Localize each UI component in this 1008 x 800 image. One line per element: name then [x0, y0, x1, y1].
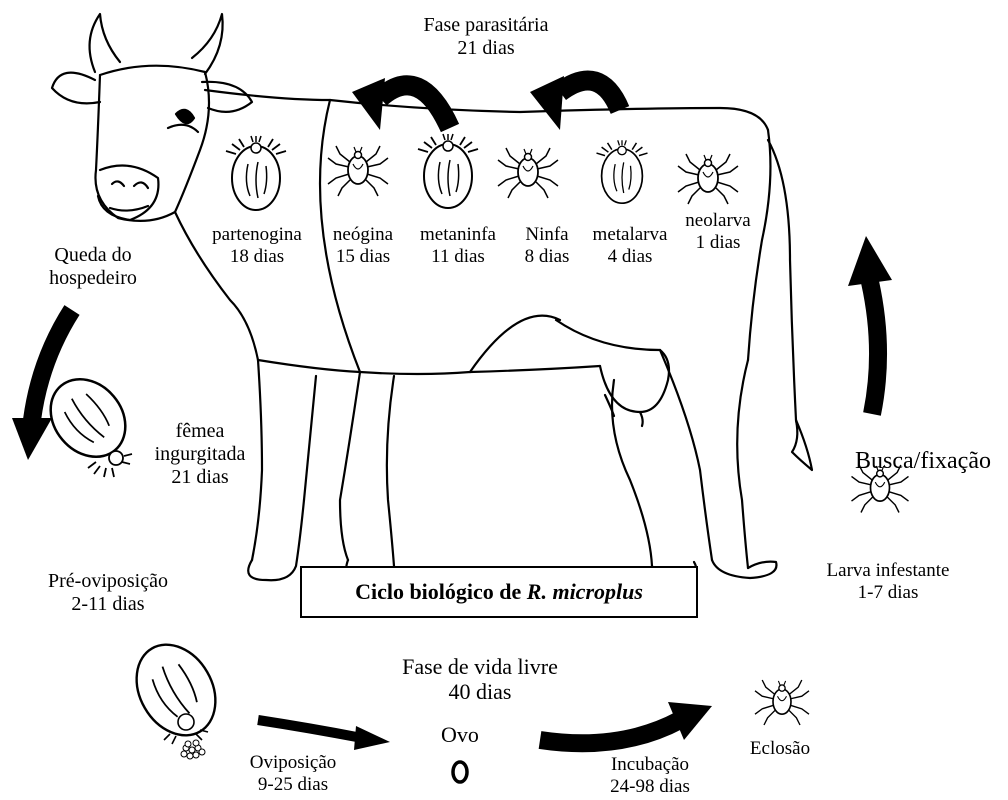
femea-line3: 21 dias: [136, 466, 264, 489]
ninfa-tick-icon: [498, 148, 558, 198]
free-life-phase-label: Fase de vida livre 40 dias: [360, 654, 600, 705]
stage-partenogina: partenogina 18 dias: [196, 224, 318, 268]
queda-line1: Queda do: [18, 244, 168, 267]
stage-neolarva: neolarva 1 dias: [676, 210, 760, 254]
oviposicao-arrow: [258, 720, 390, 750]
parasitic-phase-arrows: [352, 76, 620, 130]
egg-icon: [453, 762, 467, 782]
diagram-title: Ciclo biológico de R. microplus: [300, 566, 698, 618]
stage-duration: 11 dias: [406, 246, 510, 268]
metaninfa-tick-icon: [418, 134, 478, 208]
pre-oviposicao-line1: Pré-oviposição: [10, 570, 206, 593]
stage-metalarva: metalarva 4 dias: [580, 224, 680, 268]
title-species: R. microplus: [527, 579, 643, 604]
incubacao-line1: Incubação: [584, 754, 716, 776]
larva-infestante-line1: Larva infestante: [800, 560, 976, 582]
stage-name: Ninfa: [512, 224, 582, 246]
eclosao-label: Eclosão: [728, 738, 832, 760]
larva-infestante-label: Larva infestante 1-7 dias: [800, 560, 976, 604]
stage-name: metalarva: [580, 224, 680, 246]
stage-name: partenogina: [196, 224, 318, 246]
stage-duration: 15 dias: [320, 246, 406, 268]
stage-name: neolarva: [676, 210, 760, 232]
busca-arrow: [848, 236, 892, 414]
femea-label: fêmea ingurgitada 21 dias: [136, 420, 264, 489]
hatched-larva-icon: [755, 680, 809, 725]
stage-ninfa: Ninfa 8 dias: [512, 224, 582, 268]
ovipositing-female-tick-icon: [121, 630, 231, 749]
title-prefix: Ciclo biológico de: [355, 579, 521, 604]
free-life-phase-duration: 40 dias: [360, 679, 600, 704]
eclosao-text: Eclosão: [728, 738, 832, 760]
free-life-phase-title: Fase de vida livre: [360, 654, 600, 679]
queda-label: Queda do hospedeiro: [18, 244, 168, 290]
stage-neogina: neógina 15 dias: [320, 224, 406, 268]
stage-duration: 4 dias: [580, 246, 680, 268]
stage-name: metaninfa: [406, 224, 510, 246]
oviposicao-line2: 9-25 dias: [228, 774, 358, 796]
pre-oviposicao-line2: 2-11 dias: [10, 593, 206, 616]
incubacao-arrow: [540, 702, 712, 743]
femea-line2: ingurgitada: [136, 443, 264, 466]
busca-label: Busca/fixação: [840, 448, 1006, 476]
oviposicao-label: Oviposição 9-25 dias: [228, 752, 358, 796]
parasitic-phase-title: Fase parasitária: [398, 14, 574, 37]
stage-duration: 8 dias: [512, 246, 582, 268]
incubacao-label: Incubação 24-98 dias: [584, 754, 716, 798]
pre-oviposicao-label: Pré-oviposição 2-11 dias: [10, 570, 206, 616]
stage-duration: 18 dias: [196, 246, 318, 268]
partenogina-tick-icon: [226, 136, 286, 210]
title-text: Ciclo biológico de R. microplus: [355, 579, 643, 605]
femea-line1: fêmea: [136, 420, 264, 443]
metalarva-tick-icon: [597, 140, 648, 203]
stage-name: neógina: [320, 224, 406, 246]
oviposicao-line1: Oviposição: [228, 752, 358, 774]
larva-infestante-line2: 1-7 dias: [800, 582, 976, 604]
queda-line2: hospedeiro: [18, 267, 168, 290]
stage-duration: 1 dias: [676, 232, 760, 254]
ovo-text: Ovo: [420, 722, 500, 747]
busca-text: Busca/fixação: [840, 448, 1006, 476]
neogina-tick-icon: [328, 146, 388, 196]
parasitic-phase-label: Fase parasitária 21 dias: [398, 14, 574, 60]
neolarva-tick-icon: [678, 154, 738, 204]
incubacao-line2: 24-98 dias: [584, 776, 716, 798]
stage-metaninfa: metaninfa 11 dias: [406, 224, 510, 268]
ovo-label: Ovo: [420, 722, 500, 747]
parasitic-phase-duration: 21 dias: [398, 37, 574, 60]
